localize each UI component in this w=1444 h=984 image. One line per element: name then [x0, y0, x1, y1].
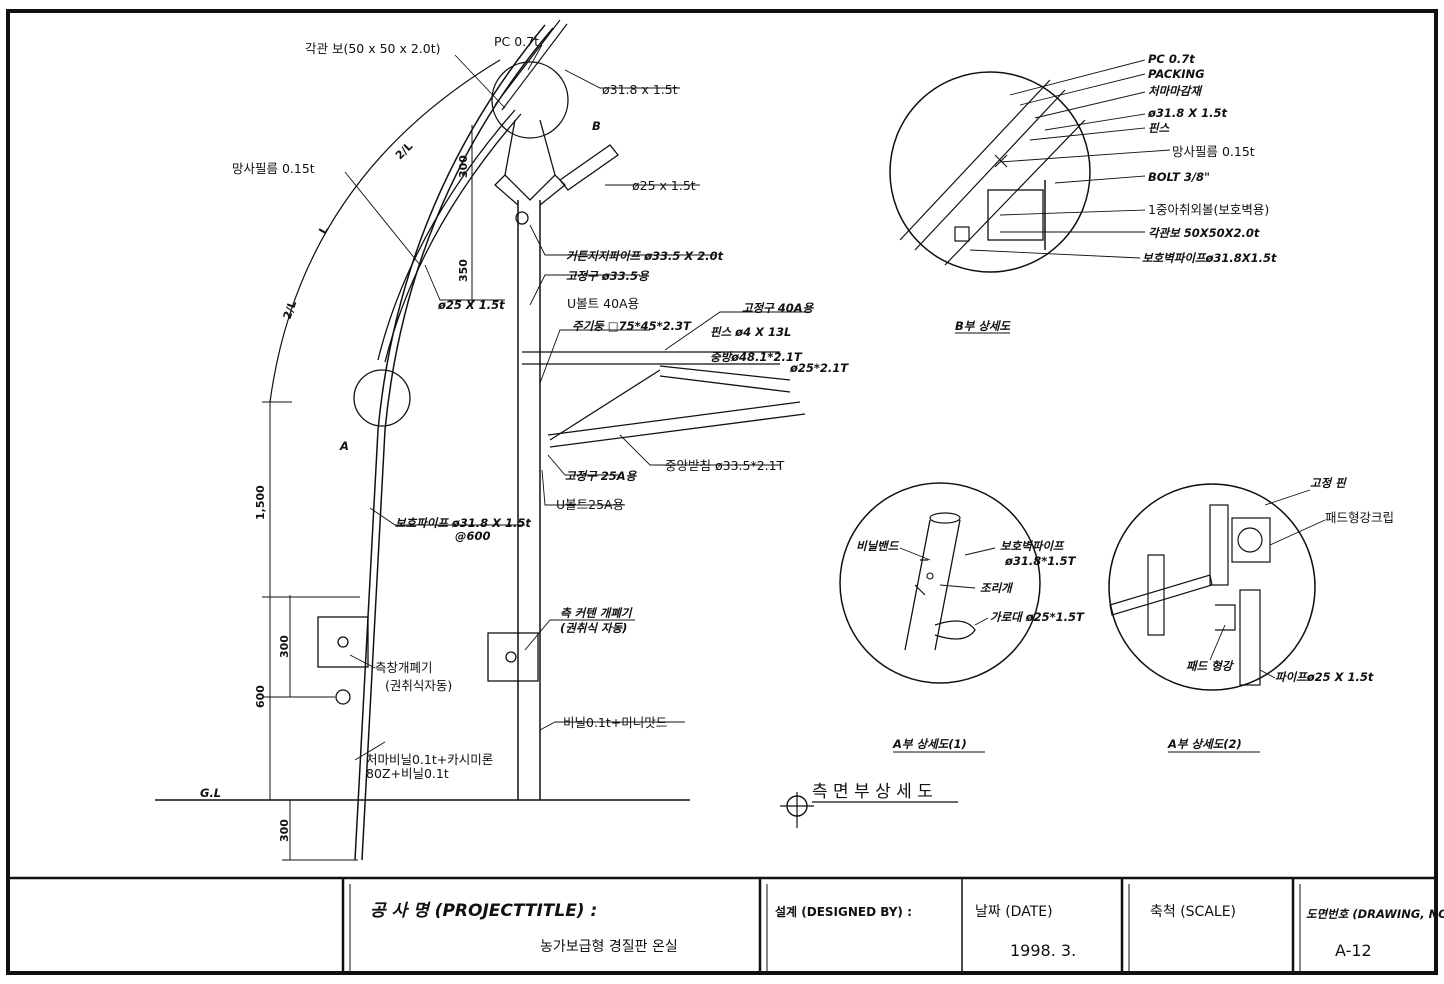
- label-pipe-318: ø31.8 x 1.5t: [602, 82, 678, 97]
- section-title: 측 면 부 상 세 도: [812, 782, 933, 802]
- label-pipe-25-top: ø25 x 1.5t: [632, 178, 696, 193]
- detail-a2-fix-pin: 고정 핀: [1310, 476, 1347, 490]
- detail-a-callout-circle: [353, 369, 411, 427]
- label-spacing: @600: [455, 529, 491, 543]
- label-eaves-vinyl-2: 80Z+비닐0.1t: [366, 766, 449, 781]
- project-name: 농가보급형 경질판 온실: [540, 939, 678, 955]
- label-protect-pipe: 보호파이프 ø31.8 X 1.5t: [395, 516, 531, 530]
- project-label: 공 사 명 (PROJECTTITLE) :: [370, 901, 597, 921]
- detail-b-callout-circle: [491, 61, 569, 139]
- dim-1500: 1,500: [254, 485, 267, 520]
- label-fixture-335: 고정구 ø33.5용: [566, 269, 650, 283]
- label-b-mark: B: [592, 119, 601, 133]
- detail-b-label-2: 처마마감재: [1148, 84, 1203, 98]
- label-ubolt-25: U볼트25A용: [556, 497, 624, 512]
- main-drawing: [155, 19, 810, 861]
- dim-300-mid: 300: [278, 635, 291, 658]
- label-side-opener-2: (권취식자동): [385, 678, 452, 693]
- label-vinyl-01: 비닐0.1t+미니맛드: [563, 715, 667, 730]
- label-ubolt-40: U볼트 40A용: [567, 296, 639, 311]
- detail-b-label-4: 핀스: [1148, 121, 1171, 135]
- label-curtain-winder-2: (권취식 자동): [560, 621, 627, 635]
- dim-300-top: 300: [457, 155, 470, 178]
- label-pipe-25-arc: ø25 X 1.5t: [437, 298, 505, 312]
- dim-l-mid: L: [316, 224, 331, 237]
- label-side-opener-1: 측창개폐기: [375, 660, 433, 675]
- dim-2l-low: 2/L: [281, 299, 300, 321]
- label-a-mark: A: [339, 439, 349, 453]
- detail-a1-protect-pipe-2: ø31.8*1.5T: [1004, 554, 1077, 568]
- dim-600: 600: [254, 685, 267, 708]
- detail-b-label-9: 보호벽파이프ø31.8X1.5t: [1142, 251, 1277, 265]
- label-curtain-support: 커튼지지파이프 ø33.5 X 2.0t: [566, 249, 724, 263]
- label-gakgwan-bo: 각관 보(50 x 50 x 2.0t): [305, 41, 441, 56]
- detail-a1-crossbar: 가로대 ø25*1.5T: [990, 610, 1085, 624]
- title-block-text: 공 사 명 (PROJECTTITLE) : 농가보급형 경질판 온실 설계 (…: [370, 901, 1444, 960]
- label-mid-brace: 중방ø48.1*2.1T: [710, 350, 803, 364]
- sheet-border: [6, 9, 1438, 975]
- detail-b-label-7: 1중아취외볼(보호벽용): [1148, 202, 1269, 217]
- title-block: [8, 876, 1436, 973]
- detail-a2: [1108, 483, 1326, 691]
- detail-a1-hook: 조리개: [980, 581, 1014, 595]
- detail-b-label-6: BOLT 3/8": [1148, 170, 1210, 184]
- label-eaves-vinyl-1: 처마비닐0.1t+카시미론: [366, 752, 493, 767]
- outer-dimension-arc: [269, 59, 501, 403]
- label-main-post: 주기둥 □75*45*2.3T: [572, 319, 692, 333]
- detail-b: [889, 59, 1171, 273]
- detail-b-title: B부 상세도: [955, 319, 1012, 333]
- detail-a1: [839, 482, 1041, 684]
- detail-a2-title: A부 상세도(2): [1167, 737, 1242, 751]
- dim-2l-top: 2/L: [393, 140, 415, 162]
- label-fixture-40: 고정구 40A용: [742, 301, 815, 315]
- label-gl: G.L: [200, 786, 221, 800]
- detail-b-label-1: PACKING: [1148, 67, 1205, 81]
- drawing-value: A-12: [1335, 941, 1372, 960]
- label-pc-07t: PC 0.7t: [494, 34, 539, 49]
- detail-a2-clip: 패드형강크립: [1325, 510, 1394, 525]
- detail-a2-pad-steel: 패드 형강: [1186, 659, 1235, 673]
- inner-pipe-arc: [377, 109, 516, 361]
- detail-a1-title: A부 상세도(1): [892, 737, 967, 751]
- main-drawing-labels: 각관 보(50 x 50 x 2.0t) PC 0.7t ø31.8 x 1.5…: [200, 34, 849, 800]
- dim-350: 350: [457, 259, 470, 282]
- detail-a1-labels: 비닐밴드 보호벽파이프 ø31.8*1.5T 조리개 가로대 ø25*1.5T …: [856, 539, 1085, 753]
- detail-b-label-5: 망사필름 0.15t: [1172, 144, 1255, 159]
- detail-a1-protect-pipe-1: 보호벽파이프: [1000, 539, 1065, 553]
- detail-a1-vinyl-band: 비닐밴드: [856, 539, 900, 553]
- date-label: 날짜 (DATE): [975, 904, 1053, 920]
- drawing-label: 도면번호 (DRAWING, NO) :: [1306, 907, 1444, 921]
- label-pin: 핀스 ø4 X 13L: [710, 325, 791, 339]
- detail-b-label-8: 각관보 50X50X2.0t: [1148, 226, 1260, 240]
- label-center-support: 중앙받침 ø33.5*2.1T: [665, 458, 785, 473]
- scale-label: 축척 (SCALE): [1150, 904, 1236, 920]
- date-value: 1998. 3.: [1010, 941, 1076, 960]
- detail-a2-labels: 고정 핀 패드형강크립 패드 형강 파이프ø25 X 1.5t A부 상세도(2…: [1167, 476, 1394, 753]
- section-title-group: 측 면 부 상 세 도: [780, 782, 958, 828]
- label-mangsa-film: 망사필름 0.15t: [232, 161, 315, 176]
- label-curtain-winder-1: 측 커텐 개폐기: [560, 606, 633, 620]
- main-arch: [354, 24, 546, 861]
- dim-300-bot: 300: [278, 819, 291, 842]
- detail-b-label-3: ø31.8 X 1.5t: [1147, 106, 1228, 120]
- detail-b-label-0: PC 0.7t: [1148, 52, 1195, 66]
- detail-b-labels: PC 0.7t PACKING 처마마감재 ø31.8 X 1.5t 핀스 망사…: [955, 52, 1277, 334]
- label-fixture-25: 고정구 25A용: [565, 469, 638, 483]
- label-pipe-25-21: ø25*2.1T: [789, 361, 849, 375]
- designed-label: 설계 (DESIGNED BY) :: [775, 904, 912, 919]
- detail-a2-pipe: 파이프ø25 X 1.5t: [1275, 670, 1374, 684]
